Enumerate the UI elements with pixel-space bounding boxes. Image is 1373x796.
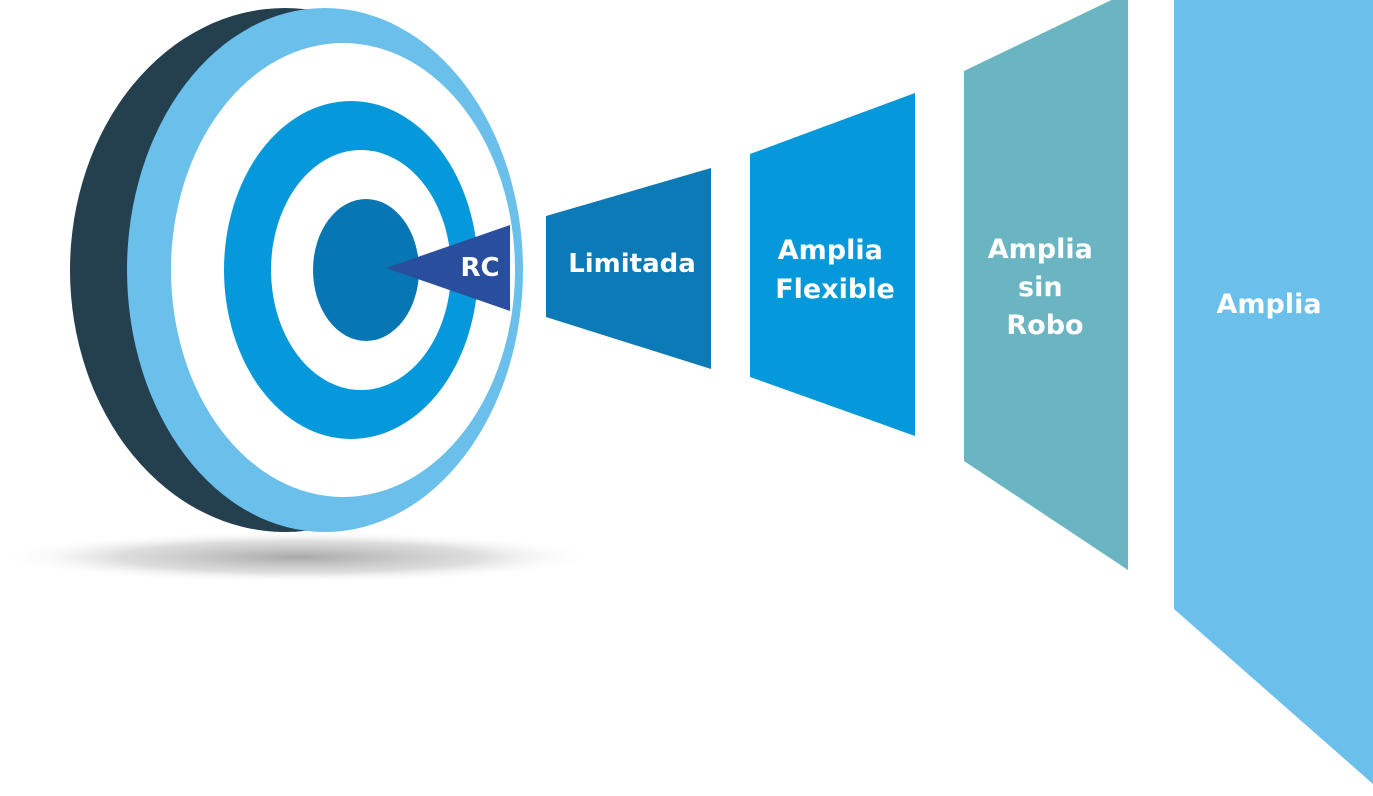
stage-amplia-panel [1174, 0, 1373, 784]
stage-amplia-label: Amplia [1216, 289, 1321, 320]
stage-amplia-flexible-line-2: Flexible [775, 274, 895, 305]
stage-amplia-flexible-label: Amplia Flexible [775, 235, 895, 305]
stage-amplia-sin-robo-line-1: Amplia [988, 234, 1093, 265]
rc-label: RC [460, 253, 499, 283]
stage-limitada-panel [546, 168, 711, 369]
stage-amplia-sin-robo-panel [964, 0, 1128, 570]
stage-amplia-sin-robo-line-2: sin [1018, 272, 1063, 303]
target-shadow [0, 531, 598, 583]
stage-amplia-line-1: Amplia [1216, 289, 1321, 320]
stage-limitada-line-1: Limitada [568, 249, 696, 279]
stage-amplia-flexible-panel [750, 93, 915, 436]
rc-arrow-pointer [386, 225, 510, 311]
stage-amplia-sin-robo-label: Amplia sin Robo [988, 234, 1103, 341]
stage-amplia-flexible-line-1: Amplia [778, 235, 883, 266]
stage-limitada-label: Limitada [568, 249, 696, 279]
stage-amplia-sin-robo-line-3: Robo [1006, 310, 1083, 341]
target-center [313, 199, 419, 341]
bullseye-target-icon [70, 8, 523, 532]
